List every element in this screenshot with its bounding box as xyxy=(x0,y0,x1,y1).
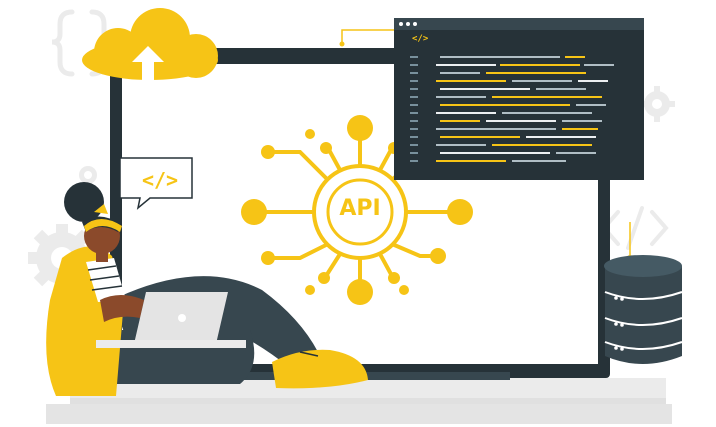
code-line-segment xyxy=(436,80,506,82)
code-line-number xyxy=(410,112,418,114)
code-tag-icon xyxy=(601,206,669,250)
code-line-number xyxy=(410,104,418,106)
code-line-number xyxy=(410,56,418,58)
gear-icon xyxy=(639,86,675,122)
code-line-segment xyxy=(440,104,570,106)
speech-bubble-tag: </> xyxy=(141,168,179,192)
code-line-segment xyxy=(486,120,556,122)
code-line-segment xyxy=(536,88,586,90)
database-icon xyxy=(604,255,683,364)
code-line-segment xyxy=(578,80,608,82)
code-window xyxy=(394,18,644,180)
gear-icon xyxy=(79,166,97,184)
code-line-segment xyxy=(556,152,596,154)
connector-lines xyxy=(341,29,631,255)
code-line-segment xyxy=(436,128,556,130)
cloud-upload-icon xyxy=(82,8,218,84)
code-line-segment xyxy=(562,120,602,122)
code-line-number xyxy=(410,96,418,98)
speech-bubble xyxy=(119,157,193,210)
code-line-segment xyxy=(526,136,596,138)
code-line-segment xyxy=(436,144,486,146)
code-line-segment xyxy=(440,56,560,58)
code-line-segment xyxy=(436,96,486,98)
code-line-number xyxy=(410,144,418,146)
code-line-segment xyxy=(502,112,592,114)
code-line-segment xyxy=(492,96,602,98)
code-line-segment xyxy=(436,160,506,162)
code-line-number xyxy=(410,80,418,82)
code-line-segment xyxy=(565,56,585,58)
code-line-segment xyxy=(576,104,606,106)
code-line-segment xyxy=(440,136,520,138)
code-line-segment xyxy=(436,64,496,66)
code-line-number xyxy=(410,136,418,138)
code-line-number xyxy=(410,64,418,66)
code-line-segment xyxy=(440,120,480,122)
code-line-segment xyxy=(436,112,496,114)
code-line-number xyxy=(410,120,418,122)
code-line-segment xyxy=(562,128,598,130)
code-line-segment xyxy=(492,144,592,146)
code-line-segment xyxy=(500,64,580,66)
code-line-number xyxy=(410,128,418,130)
code-window-tag: </> xyxy=(412,34,429,44)
code-line-number xyxy=(410,152,418,154)
code-line-segment xyxy=(512,80,572,82)
code-line-number xyxy=(410,88,418,90)
person-with-laptop xyxy=(46,182,368,396)
code-line-segment xyxy=(440,152,550,154)
code-line-segment xyxy=(512,160,566,162)
code-line-segment xyxy=(440,72,480,74)
code-line-segment xyxy=(440,88,530,90)
api-network-nodes xyxy=(241,115,473,305)
code-lines xyxy=(410,56,614,162)
code-line-segment xyxy=(584,64,614,66)
code-line-segment xyxy=(486,72,586,74)
code-line-number xyxy=(410,72,418,74)
code-line-number xyxy=(410,160,418,162)
api-label: API xyxy=(339,196,381,221)
